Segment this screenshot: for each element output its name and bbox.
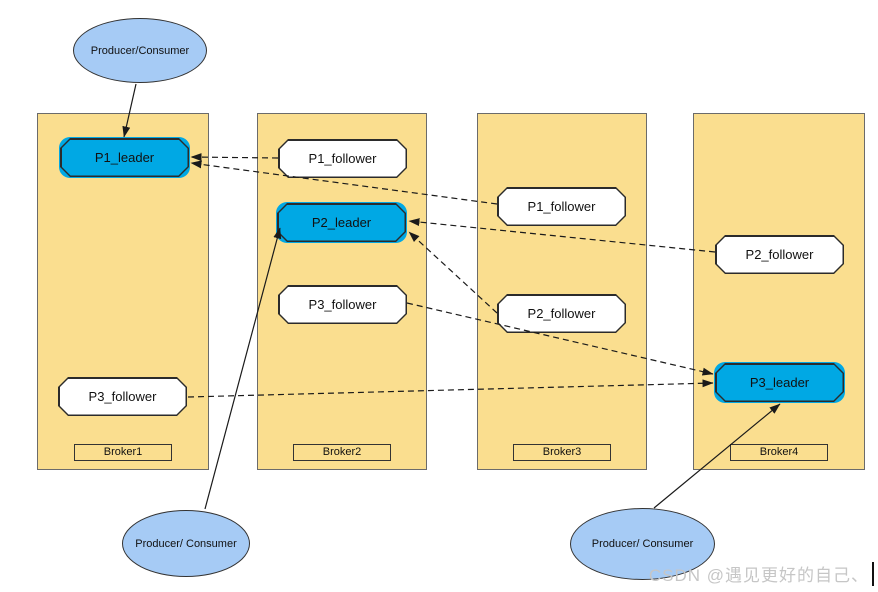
node-p3-follower-broker2: P3_follower [278,285,407,324]
broker3-label: Broker3 [513,444,611,461]
producer-label: Producer/Consumer [90,44,190,57]
node-p1-follower-broker3: P1_follower [497,187,626,226]
producer-consumer-bottom-left: Producer/ Consumer [122,510,250,577]
node-p2-leader-broker2: P2_leader [276,202,407,243]
node-label: P3_leader [749,375,810,390]
node-p3-follower-broker1: P3_follower [58,377,187,416]
broker3-label-text: Broker3 [542,446,582,458]
node-label: P3_follower [308,297,377,312]
octagon-fill [499,189,625,225]
octagon-fill [717,237,843,273]
broker4-container: Broker4 [693,113,865,470]
text-cursor [872,562,874,586]
csdn-watermark: CSDN @遇见更好的自己、 [649,561,874,586]
broker4-label-text: Broker4 [759,446,799,458]
node-p3-leader-broker4: P3_leader [714,362,845,403]
producer-consumer-top: Producer/Consumer [73,18,207,83]
octagon-fill [280,287,406,323]
broker4-label: Broker4 [730,444,828,461]
broker3-container: Broker3 [477,113,647,470]
octagon-fill [62,140,188,176]
node-label: P2_follower [527,306,596,321]
node-p1-follower-broker2: P1_follower [278,139,407,178]
producer-label: Producer/ Consumer [135,537,237,550]
producer-label: Producer/ Consumer [591,538,694,550]
node-p2-follower-broker3: P2_follower [497,294,626,333]
csdn-watermark-text: CSDN @遇见更好的自己、 [648,566,869,585]
node-label: P2_follower [745,247,814,262]
node-p2-follower-broker4: P2_follower [715,235,844,274]
octagon-fill [279,205,405,241]
node-label: P1_follower [308,151,377,166]
broker1-label-text: Broker1 [103,446,143,458]
node-label: P1_follower [527,199,596,214]
node-label: P3_follower [88,389,157,404]
octagon-fill [60,379,186,415]
node-p1-leader-broker1: P1_leader [59,137,190,178]
broker2-label: Broker2 [293,444,391,461]
broker2-label-text: Broker2 [322,446,362,458]
node-label: P2_leader [311,215,372,230]
broker1-label: Broker1 [74,444,172,461]
producer-consumer-bottom-right: Producer/ Consumer [570,508,715,580]
octagon-fill [717,365,843,401]
node-label: P1_leader [94,150,155,165]
